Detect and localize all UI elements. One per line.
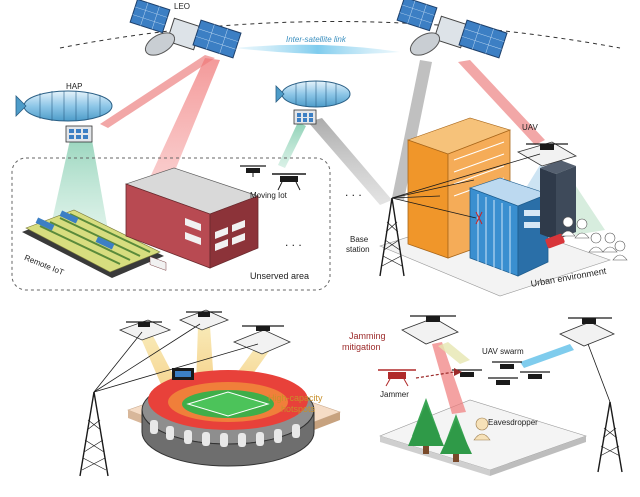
beam-leo-to-hap (100, 55, 215, 128)
moving-iot-label: Moving Iot (250, 191, 287, 200)
beam-hap-to-field (50, 140, 108, 230)
stadium-drone-3 (232, 325, 291, 355)
swarm-drone-3 (520, 371, 550, 379)
unserved-area-box (11, 157, 331, 291)
hap-airship-middle (275, 80, 351, 125)
jamming-arrow-head (454, 368, 462, 376)
swarm-drone-2 (488, 377, 518, 385)
leo-satellite-left (129, 0, 242, 59)
remote-iot-field (22, 209, 164, 278)
base-station-tower (379, 153, 541, 277)
base-station-label-1: Base (350, 235, 369, 244)
blue-building (469, 177, 549, 277)
hotspots-label-1: High-capacity (268, 393, 323, 403)
leo-satellite-right (396, 0, 508, 59)
unserved-area-label: Unserved area (250, 271, 310, 281)
swarm-beam-blue (520, 344, 574, 368)
stadium-drone-1 (118, 319, 172, 341)
jamming-tower-right (587, 343, 623, 473)
ellipsis-unserved: . . . (285, 235, 302, 249)
ellipsis-center: . . . (345, 185, 362, 199)
jammer-label: Jammer (380, 390, 409, 399)
jamming-arrow (415, 371, 455, 379)
stadium (141, 368, 315, 467)
jamming-label-2: mitigation (342, 342, 381, 352)
inter-satellite-link-label: Inter-satellite link (286, 35, 346, 44)
hotspots-label-2: hotspots (281, 404, 316, 414)
uav-label: UAV (522, 123, 538, 132)
hap-label: HAP (66, 82, 83, 91)
urban-uav (516, 141, 578, 167)
uav-swarm-label: UAV swarm (482, 347, 524, 356)
swarm-drone-4 (492, 361, 522, 369)
swarm-beam-red (432, 342, 466, 414)
dark-tower-building (540, 160, 576, 240)
leo-label: LEO (174, 2, 191, 11)
tree-left (408, 398, 444, 454)
red-car (545, 233, 565, 249)
stadium-drone-2 (178, 309, 230, 331)
beam-hap2-to-base (308, 118, 392, 205)
swarm-drone-right (559, 317, 615, 347)
stadium-base-station (79, 323, 259, 477)
hap-airship-left (15, 90, 113, 143)
tree-right (440, 414, 472, 462)
swarm-drone-leader (401, 315, 459, 345)
unserved-building (125, 167, 259, 271)
eavesdropper-person (473, 417, 491, 441)
moving-iot-drone-small (240, 165, 266, 177)
eavesdropper-label: Eavesdropper (488, 418, 538, 427)
beam-hap2-to-drone (278, 122, 306, 168)
jamming-label-1: Jamming (349, 331, 386, 341)
swarm-beam-yellow (438, 342, 470, 364)
crowd-people (560, 216, 628, 261)
beam-leo-to-uav (458, 60, 545, 145)
base-station-label-2: station (346, 245, 370, 254)
beam-leo-to-base (392, 60, 432, 200)
jammer-drone (378, 369, 416, 387)
leo-orbit (59, 21, 621, 49)
inter-satellite-link-beam (235, 44, 400, 55)
moving-iot-drone-large (272, 173, 306, 191)
